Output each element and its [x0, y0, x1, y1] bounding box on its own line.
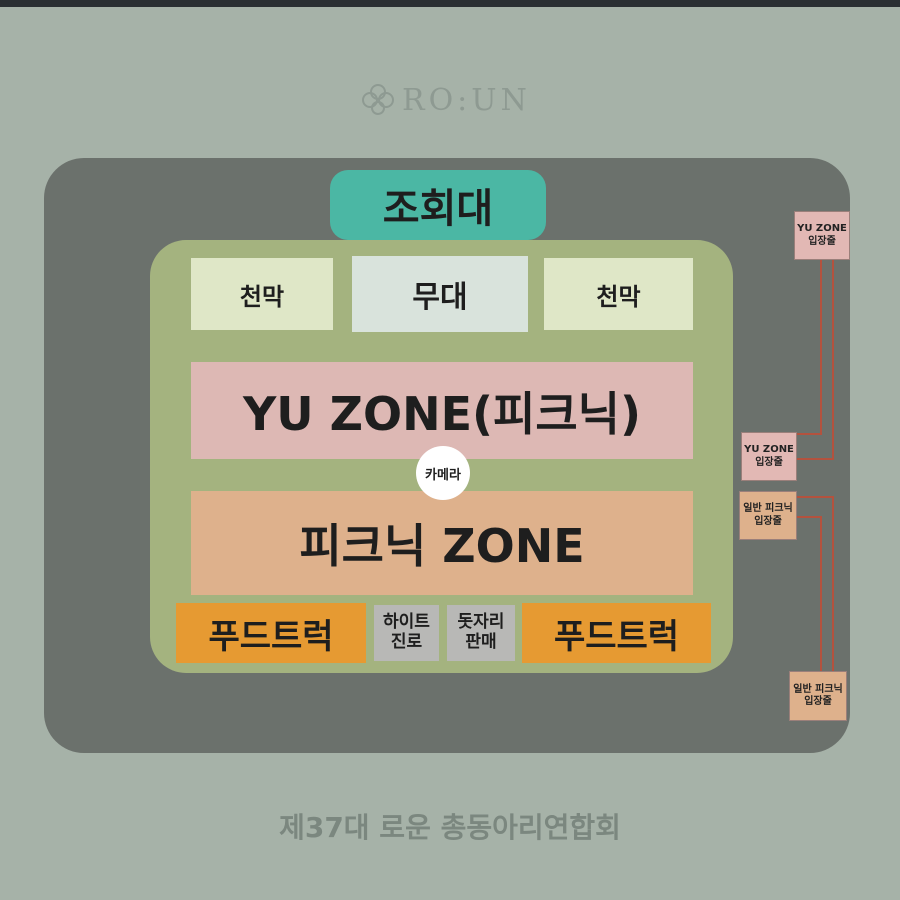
food-truck-right: 푸드트럭 — [522, 603, 711, 663]
picnic-zone: 피크닉 ZONE — [191, 491, 693, 595]
stage: 무대 — [352, 256, 528, 332]
review-stand: 조회대 — [330, 170, 546, 240]
tent-right: 천막 — [544, 258, 693, 330]
entrance-label: YU ZONE — [797, 223, 847, 234]
entrance-label: 입장줄 — [804, 696, 832, 707]
picnic-entrance-queue: 일반 피크닉 입장줄 — [739, 491, 797, 540]
highlight-path-line: 하이트 — [383, 612, 430, 633]
highlight-path-line: 진로 — [390, 632, 423, 652]
mat-sales-line: 돗자리 — [457, 612, 505, 633]
queue-line — [832, 258, 834, 460]
camera-spot: 카메라 — [416, 446, 470, 500]
yu-zone-entrance-queue: YU ZONE 입장줄 — [794, 211, 850, 260]
queue-line — [795, 516, 822, 518]
logo: RO:UN — [360, 78, 540, 122]
queue-line — [820, 516, 822, 671]
queue-line — [795, 496, 834, 498]
queue-line — [795, 458, 834, 460]
mat-sales-line: 판매 — [465, 632, 497, 652]
mat-sales: 돗자리 판매 — [447, 605, 515, 661]
entrance-label: 일반 피크닉 — [793, 683, 843, 695]
logo-text: RO:UN — [402, 82, 531, 118]
queue-line — [820, 258, 822, 433]
yu-zone: YU ZONE(피크닉) — [191, 362, 693, 459]
food-truck-left: 푸드트럭 — [176, 603, 366, 663]
entrance-label: 입장줄 — [754, 515, 782, 527]
entrance-label: 일반 피크닉 — [743, 503, 793, 514]
clover-icon — [362, 84, 394, 115]
entrance-label: YU ZONE — [744, 444, 794, 455]
yu-zone-entrance-queue: YU ZONE 입장줄 — [741, 432, 797, 481]
tent-left: 천막 — [191, 258, 333, 330]
picnic-entrance-queue: 일반 피크닉 입장줄 — [789, 671, 847, 721]
top-bar — [0, 0, 900, 7]
queue-line — [832, 496, 834, 671]
entrance-label: 입장줄 — [755, 456, 783, 468]
footer-organization: 제37대 로운 총동아리연합회 — [279, 811, 621, 844]
queue-line — [795, 433, 822, 435]
entrance-label: 입장줄 — [808, 235, 836, 247]
highlight-path: 하이트 진로 — [374, 605, 439, 661]
